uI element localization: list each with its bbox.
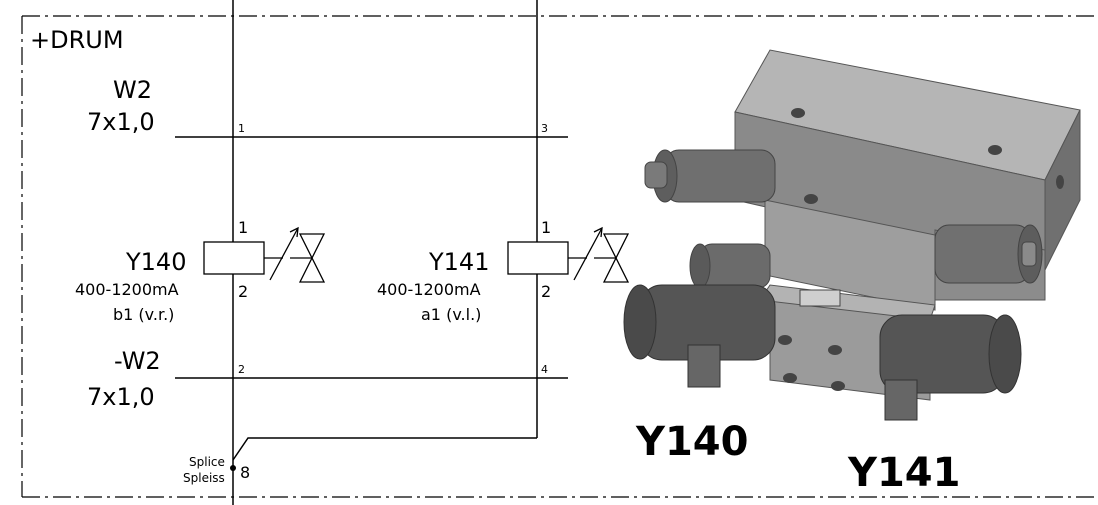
- valve-y140-id: Y140: [125, 248, 186, 276]
- splice-number: 8: [240, 463, 250, 482]
- valve-y140-symbol: [203, 226, 326, 283]
- cable-top-pin-left: 1: [238, 122, 245, 135]
- assembly-boundary: [21, 15, 1098, 498]
- splice-dot: [230, 465, 236, 471]
- cable-top-name: W2: [113, 76, 152, 104]
- assembly-label: +DRUM: [30, 26, 124, 54]
- cable-bottom-name: -W2: [114, 347, 161, 375]
- valve-y140-pin-bottom: 2: [238, 282, 248, 301]
- cable-top-spec: 7x1,0: [87, 108, 155, 136]
- cable-bottom-pin-left: 2: [238, 363, 245, 376]
- splice-label-en: Splice: [189, 455, 225, 469]
- valve-y141-pin-top: 1: [541, 218, 551, 237]
- valve-y140-current: 400-1200mA: [75, 280, 179, 299]
- photo-label-y140: Y140: [635, 419, 748, 465]
- valve-block-illustration: [623, 49, 1081, 421]
- valve-y141-id: Y141: [428, 248, 489, 276]
- cable-bottom-pin-right: 4: [541, 363, 548, 376]
- cable-bottom-spec: 7x1,0: [87, 383, 155, 411]
- valve-y141-pin-bottom: 2: [541, 282, 551, 301]
- valve-y141-function: a1 (v.l.): [421, 305, 481, 324]
- cable-top-pin-right: 3: [541, 122, 548, 135]
- photo-label-y141: Y141: [847, 450, 960, 496]
- valve-y141-symbol: [507, 226, 630, 283]
- splice-label-de: Spleiss: [183, 471, 225, 485]
- valve-y141-current: 400-1200mA: [377, 280, 481, 299]
- valve-y140-pin-top: 1: [238, 218, 248, 237]
- valve-y140-function: b1 (v.r.): [113, 305, 174, 324]
